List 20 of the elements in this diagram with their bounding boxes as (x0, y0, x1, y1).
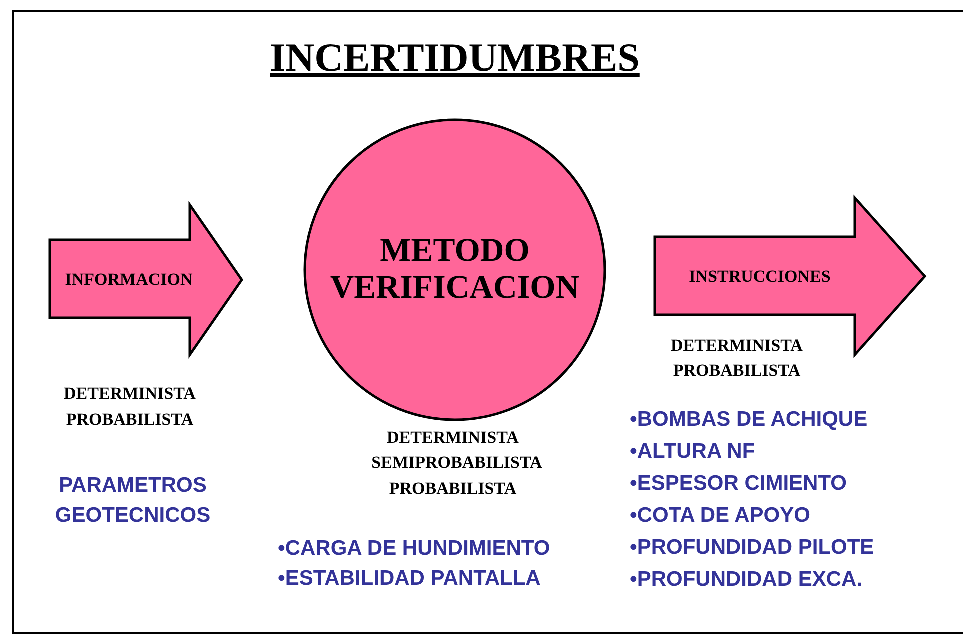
bullet-item: •ALTURA NF (630, 440, 756, 464)
title: INCERTIDUMBRES (269, 34, 641, 81)
method-type-label: DETERMINISTA (670, 336, 804, 356)
bullet-item: •ESTABILIDAD PANTALLA (278, 567, 541, 591)
bullet-item: •BOMBAS DE ACHIQUE (630, 408, 868, 432)
method-type-label: PROBABILISTA (672, 361, 802, 381)
parameter-label: PARAMETROS GEOTECNICOS (54, 473, 212, 529)
method-type-label: DETERMINISTA (63, 384, 197, 404)
method-type-label: PROBABILISTA (388, 479, 518, 499)
node-label: INFORMACION (64, 270, 194, 290)
node-label: METODO VERIFICACION (329, 233, 581, 307)
method-type-label: SEMIPROBABILISTA (370, 453, 544, 473)
bullet-item: •PROFUNDIDAD EXCA. (630, 568, 863, 592)
bullet-item: •CARGA DE HUNDIMIENTO (278, 537, 550, 561)
node-label: INSTRUCCIONES (688, 266, 832, 286)
method-type-label: DETERMINISTA (386, 428, 520, 448)
method-type-label: PROBABILISTA (65, 410, 195, 430)
bullet-item: •ESPESOR CIMIENTO (630, 472, 848, 496)
bullet-item: •PROFUNDIDAD PILOTE (630, 536, 874, 560)
bullet-item: •COTA DE APOYO (630, 504, 810, 528)
